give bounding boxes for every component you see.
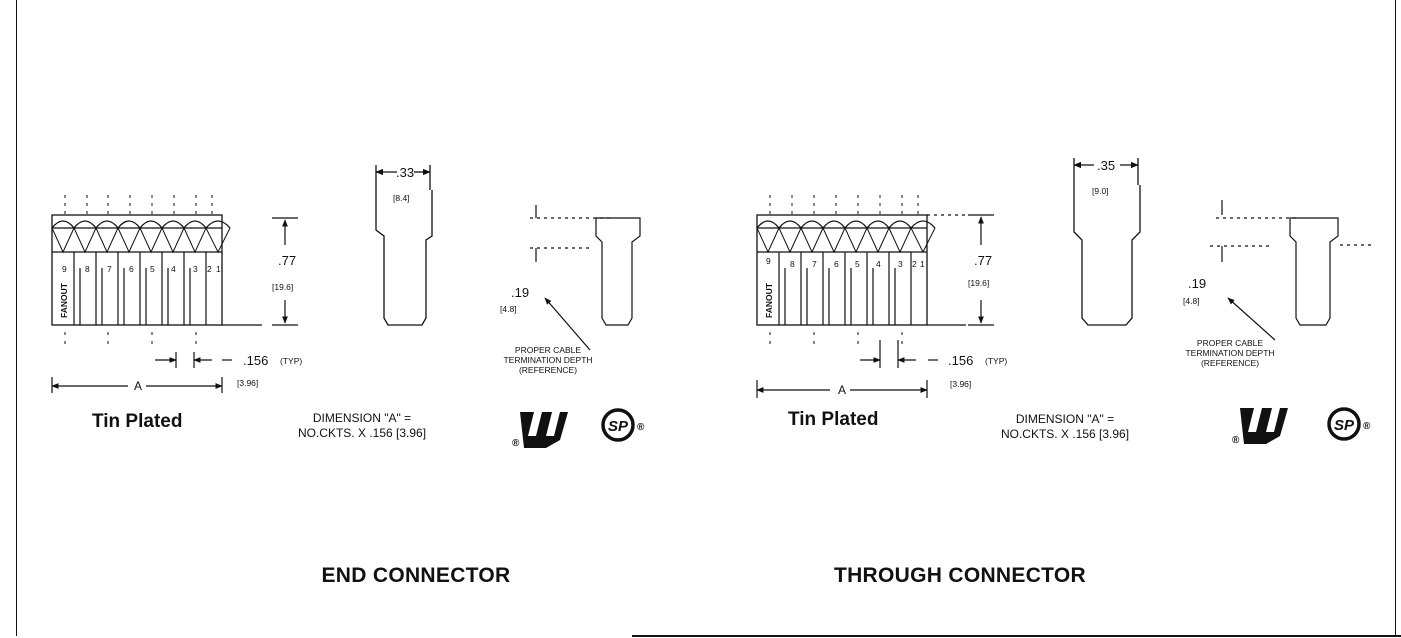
- note-line3: (REFERENCE): [1201, 358, 1259, 368]
- depth-inches: .19: [1188, 276, 1206, 291]
- svg-text:SP: SP: [608, 418, 629, 435]
- width-mm: [9.0]: [1092, 186, 1109, 196]
- pin-number: 8: [790, 259, 795, 269]
- pin-number: 1: [920, 259, 925, 269]
- pin-number: 4: [171, 264, 176, 274]
- pin-number: 2: [912, 259, 917, 269]
- formula-line2: NO.CKTS. X .156 [3.96]: [298, 426, 426, 440]
- svg-text:SP: SP: [1334, 417, 1355, 434]
- depth-mm: [4.8]: [1183, 296, 1200, 306]
- end-bottom-centerlines: [64, 332, 197, 350]
- height-mm: [19.6]: [272, 282, 293, 292]
- end-connector-caption: END CONNECTOR: [321, 564, 510, 587]
- through-connector-group: 9 8 7 6 5 4 3 2 1 FANOUT .156 (TYP) [3.9…: [756, 158, 1372, 587]
- pitch-mm: [3.96]: [237, 378, 258, 388]
- registered-mark: ®: [637, 422, 645, 433]
- registered-mark: ®: [512, 438, 520, 449]
- pin-number: 2: [207, 264, 212, 274]
- end-connector-group: 9 8 7 6 5 4 3 2 1 FANOUT .156 (TYP) [3.9…: [51, 165, 641, 587]
- csa-logo-icon: SP ®: [601, 408, 645, 442]
- pin-number: 4: [876, 259, 881, 269]
- through-front-view: [756, 195, 966, 326]
- fanout-label: FANOUT: [764, 282, 774, 318]
- pitch-typ: (TYP): [280, 356, 302, 366]
- height-inches: .77: [974, 253, 992, 268]
- formula-line1: DIMENSION "A" =: [313, 411, 411, 425]
- dimension-a-label: A: [134, 379, 142, 393]
- pin-number: 5: [150, 264, 155, 274]
- pin-number: 5: [855, 259, 860, 269]
- through-termination-view: [1210, 200, 1372, 341]
- pitch-mm: [3.96]: [950, 379, 971, 389]
- note-line2: TERMINATION DEPTH: [503, 355, 592, 365]
- pin-number: 9: [766, 256, 771, 266]
- width-mm: [8.4]: [393, 193, 410, 203]
- csa-logo-icon: SP ®: [1327, 407, 1371, 441]
- registered-mark: ®: [1363, 421, 1371, 432]
- formula-line1: DIMENSION "A" =: [1016, 412, 1114, 426]
- pitch-inches: .156: [948, 353, 973, 368]
- drawing-frame: [16, 0, 1396, 636]
- ul-logo-icon: ®: [512, 412, 568, 449]
- through-height-dimension: [968, 214, 994, 326]
- pin-number: 3: [898, 259, 903, 269]
- note-line1: PROPER CABLE: [1197, 338, 1263, 348]
- ul-logo-icon: ®: [1232, 408, 1288, 446]
- through-side-view: [1073, 158, 1141, 326]
- pin-number: 3: [193, 264, 198, 274]
- note-line3: (REFERENCE): [519, 365, 577, 375]
- end-front-view: [51, 195, 262, 326]
- note-line1: PROPER CABLE: [515, 345, 581, 355]
- depth-mm: [4.8]: [500, 304, 517, 314]
- dimension-a-label: A: [838, 383, 846, 397]
- end-termination-view: [530, 205, 641, 351]
- formula-line2: NO.CKTS. X .156 [3.96]: [1001, 427, 1129, 441]
- pin-number: 6: [834, 259, 839, 269]
- fanout-label: FANOUT: [59, 282, 69, 318]
- pin-number: 1: [216, 264, 221, 274]
- end-pitch-dimension: [155, 352, 232, 368]
- height-mm: [19.6]: [968, 278, 989, 288]
- pin-number: 6: [129, 264, 134, 274]
- height-inches: .77: [278, 253, 296, 268]
- pin-number: 7: [812, 259, 817, 269]
- depth-inches: .19: [511, 285, 529, 300]
- end-dimension-a: [51, 377, 223, 393]
- pitch-inches: .156: [243, 353, 268, 368]
- pin-number: 8: [85, 264, 90, 274]
- pitch-typ: (TYP): [985, 356, 1007, 366]
- pin-number: 7: [107, 264, 112, 274]
- registered-mark: ®: [1232, 435, 1240, 446]
- through-pitch-dimension: [860, 340, 938, 368]
- end-side-view: [375, 165, 433, 326]
- width-inches: .33: [396, 165, 414, 180]
- plating-label: Tin Plated: [788, 409, 878, 430]
- plating-label: Tin Plated: [92, 411, 182, 432]
- through-bottom-centerlines: [769, 332, 903, 350]
- end-height-dimension: [272, 217, 298, 326]
- frame-bottom-rule: [632, 635, 1401, 637]
- through-connector-caption: THROUGH CONNECTOR: [834, 564, 1086, 587]
- through-dimension-a: [756, 380, 928, 398]
- note-line2: TERMINATION DEPTH: [1185, 348, 1274, 358]
- width-inches: .35: [1097, 158, 1115, 173]
- pin-number: 9: [62, 264, 67, 274]
